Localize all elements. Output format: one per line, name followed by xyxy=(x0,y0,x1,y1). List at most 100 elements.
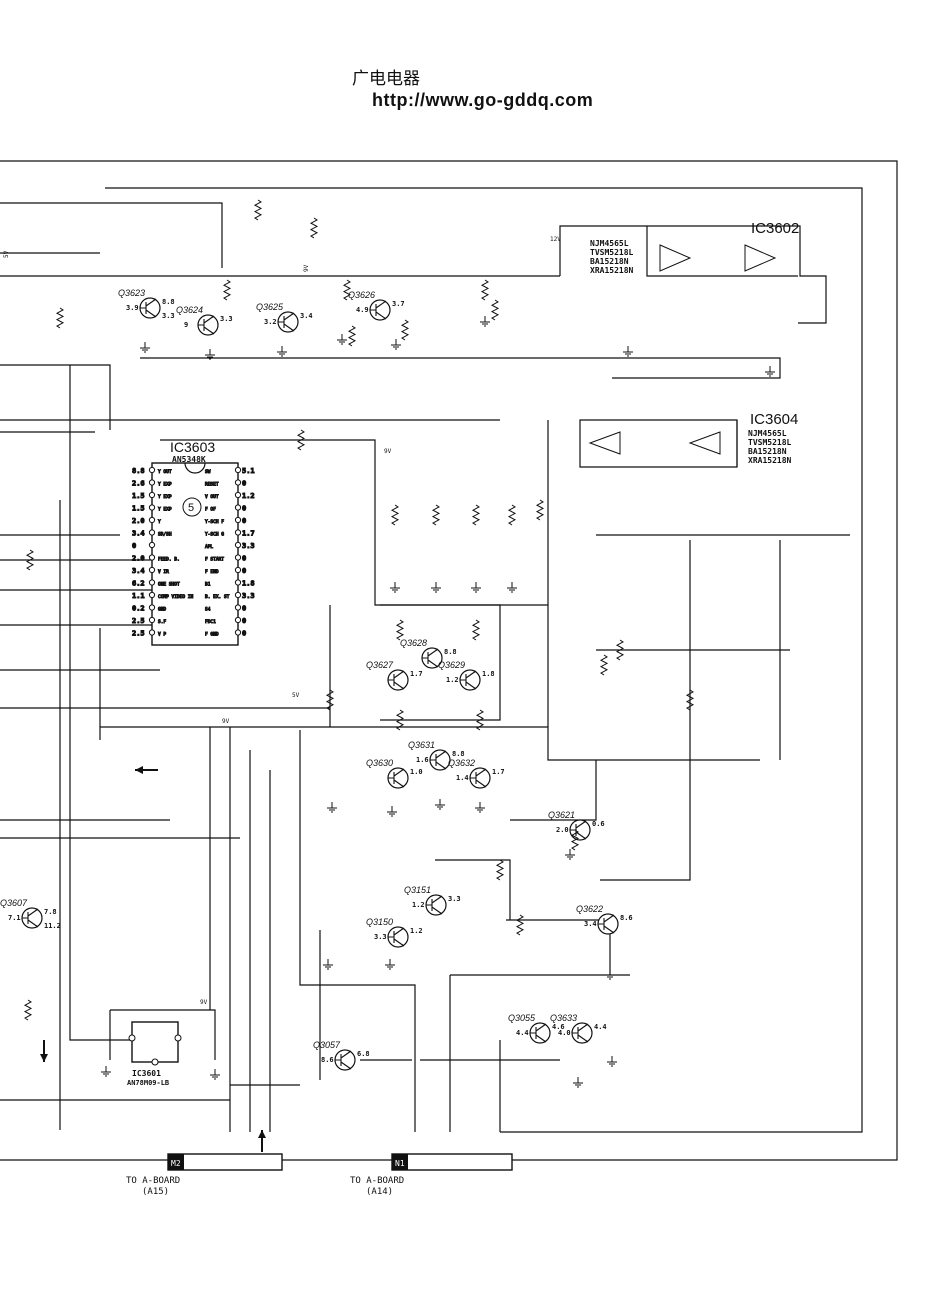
resistor xyxy=(480,279,490,301)
transistor-ref: Q3626 xyxy=(348,290,375,300)
transistor-ref: Q3623 xyxy=(118,288,145,298)
resistor xyxy=(309,217,319,239)
ic3603-pin xyxy=(234,466,242,474)
transistor-voltage: 1.0 xyxy=(410,768,423,776)
connector-labels: M2 TO A-BOARD (A15) N1 TO A-BOARD (A14) xyxy=(126,1159,405,1197)
ground-symbol xyxy=(387,806,397,817)
ic3603-pin-voltage: 2.5 xyxy=(132,630,145,638)
ic3603-pin xyxy=(234,491,242,499)
transistor-ref: Q3624 xyxy=(176,305,203,315)
ic3604-part: TVSM5218L xyxy=(748,438,792,447)
ic3603-pin-voltage: 0 xyxy=(132,542,136,550)
transistor-voltage: 3.3 xyxy=(448,895,461,903)
ic3603-pin-voltage: 1.5 xyxy=(132,505,145,513)
transistor-voltage: 7.8 xyxy=(44,908,57,916)
ground-symbol xyxy=(385,959,395,970)
ic3603-pin-voltage: 0.2 xyxy=(132,605,145,613)
transistor-ref: Q3627 xyxy=(366,660,394,670)
ic3603-pin-function: COMP VIDEO IN xyxy=(158,594,194,600)
ic3603-pin-voltage: 0 xyxy=(242,480,246,488)
transistor-leads xyxy=(422,648,439,668)
transistor-voltage: 3.3 xyxy=(162,312,175,320)
transistor-ref: Q3629 xyxy=(438,660,465,670)
transistor-leads xyxy=(198,315,215,335)
transistor-ref: Q3607 xyxy=(0,898,28,908)
ic3603-pin-function: Y EXP xyxy=(158,494,172,500)
resistor xyxy=(535,499,545,521)
transistor-voltage: 1.7 xyxy=(410,670,423,678)
ic3603-pin xyxy=(234,504,242,511)
connector-n1 xyxy=(391,1153,513,1171)
ic3603-pin xyxy=(234,591,242,599)
resistor xyxy=(495,859,505,881)
transistor-voltage: 8.6 xyxy=(321,1056,334,1064)
transistor-ref: Q3151 xyxy=(404,885,431,895)
transistor-voltage: 9 xyxy=(184,321,188,329)
resistor xyxy=(431,504,441,526)
resistor xyxy=(347,325,357,347)
ic3601-ref: IC3601 xyxy=(132,1069,161,1078)
ic3603-pin-voltage: 1.5 xyxy=(132,492,145,500)
transistor-voltage: 1.2 xyxy=(446,676,459,684)
transistor-voltage: 3.3 xyxy=(374,933,387,941)
resistor xyxy=(507,504,517,526)
transistor-layer: Q36238.83.93.3Q36243.39Q36253.43.2Q36263… xyxy=(0,288,633,1071)
ground-symbol xyxy=(327,802,337,813)
ground-symbol xyxy=(475,802,485,813)
ic3603-pin-function: GND xyxy=(158,607,166,613)
ic3603-pin xyxy=(234,616,242,624)
transistor-voltage: 4.9 xyxy=(356,306,369,314)
transistor-voltage: 3.3 xyxy=(220,315,233,323)
ground-symbol xyxy=(480,316,490,327)
transistor-voltage: 4.6 xyxy=(552,1023,565,1031)
transistor-ref: Q3055 xyxy=(508,1013,536,1023)
ic3603-pin-function: ONE SHOT xyxy=(158,582,180,588)
transistor-ref: Q3621 xyxy=(548,810,575,820)
ic3601-part: AN78M09-LB xyxy=(127,1079,169,1087)
ic3603-pin-function: Y-SCH F xyxy=(205,519,224,525)
transistor-voltage: 3.9 xyxy=(126,304,139,312)
ic3603-pin-voltage: 0 xyxy=(242,517,246,525)
transistor-voltage: 8.8 xyxy=(452,750,465,758)
ic3603-pin-function: V P xyxy=(158,632,166,638)
transistor-voltage: 7.1 xyxy=(8,914,21,922)
resistor xyxy=(599,654,609,676)
ic3603-part: AN5348K xyxy=(172,455,206,464)
resistor xyxy=(253,199,263,221)
transistor-leads xyxy=(278,312,295,332)
ground-symbol xyxy=(607,1056,617,1067)
transistor-leads xyxy=(22,908,39,928)
ic3603-pin-voltage: 2.0 xyxy=(132,517,145,525)
transistor-voltage: 3.4 xyxy=(300,312,313,320)
ic3603-pin xyxy=(148,554,156,561)
transistor-voltage: 4.4 xyxy=(594,1023,607,1031)
ic-labels: IC3602 NJM4565L TVSM5218L BA15218N XRA15… xyxy=(127,220,799,1087)
ic3603-pin xyxy=(148,541,156,549)
ic3603-pin xyxy=(148,516,156,524)
ic3603-pin-function: F START xyxy=(205,557,224,563)
ic3603-pin-voltage: 0 xyxy=(242,617,246,625)
connector-m2-sub: (A15) xyxy=(142,1187,169,1197)
transistor-voltage: 1.2 xyxy=(412,901,425,909)
resistor xyxy=(296,429,306,451)
resistor xyxy=(25,549,35,571)
transistor-voltage: 2.0 xyxy=(556,826,569,834)
resistor xyxy=(471,619,481,641)
ground-symbol xyxy=(605,969,615,980)
ic3603-ref: IC3603 xyxy=(170,439,215,455)
connector-m2 xyxy=(167,1153,283,1171)
transistor-leads xyxy=(470,768,487,788)
ic3603-pin-voltage: 1.8 xyxy=(242,580,255,588)
resistor-layer xyxy=(23,199,695,1021)
ground-symbol xyxy=(573,1077,583,1088)
ic3603-pin-function: APL xyxy=(205,544,213,550)
ic3603-pin-function: FDC1 xyxy=(205,619,216,625)
ic3604-ref: IC3604 xyxy=(750,411,798,428)
supply-label: 9V xyxy=(200,999,208,1006)
ground-symbol xyxy=(205,349,215,360)
resistor xyxy=(615,639,625,661)
ic3603-pin xyxy=(148,604,156,611)
resistor xyxy=(390,504,400,526)
